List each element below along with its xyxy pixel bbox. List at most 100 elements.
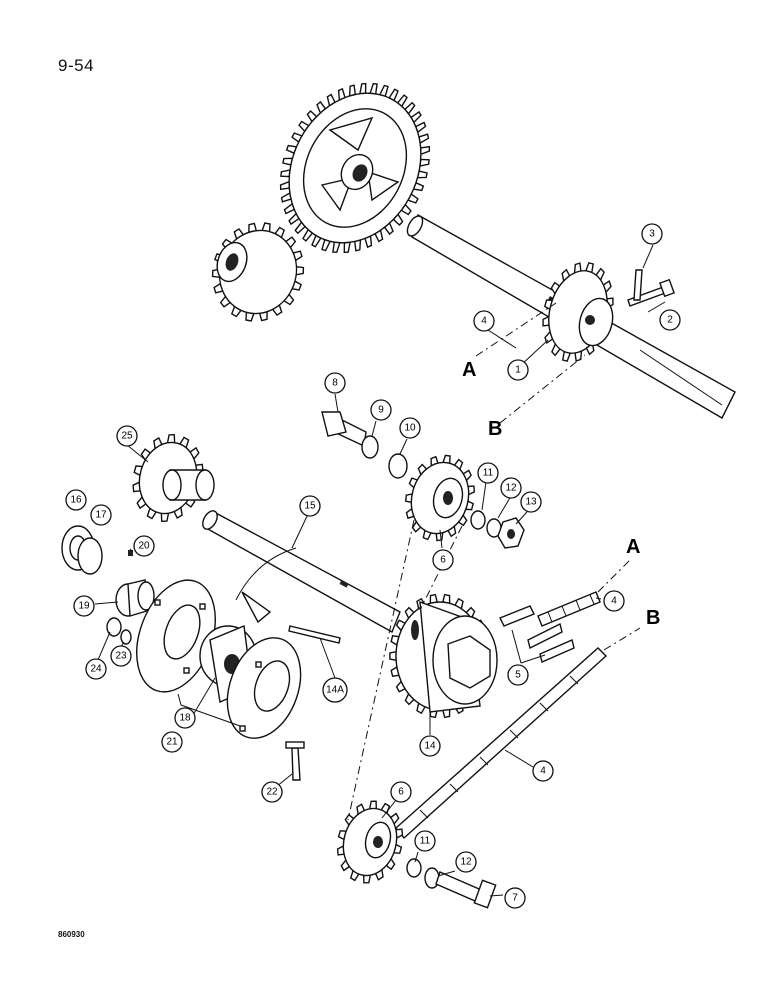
hub-sprocket xyxy=(132,433,215,523)
svg-text:7: 7 xyxy=(512,893,518,904)
callout-18: 18 xyxy=(174,707,196,729)
lock-washer xyxy=(361,435,379,459)
callout-10: 10 xyxy=(399,417,421,439)
callout-2: 2 xyxy=(659,309,681,331)
callout-12-upper: 12 xyxy=(500,477,522,499)
callout-4-top: 4 xyxy=(473,310,495,332)
callout-8: 8 xyxy=(324,372,346,394)
lower-shaft xyxy=(202,510,401,633)
leader-a-upper xyxy=(475,302,557,357)
flange-plate-left xyxy=(136,579,216,693)
page-number: 9-54 xyxy=(58,56,95,75)
svg-text:19: 19 xyxy=(78,601,90,612)
ref-letter-a-lower: A xyxy=(626,536,640,558)
svg-text:1: 1 xyxy=(515,365,521,376)
roll-pin xyxy=(633,269,643,301)
callout-13: 13 xyxy=(520,491,542,513)
svg-text:8: 8 xyxy=(332,378,338,389)
callout-16: 16 xyxy=(65,489,87,511)
callout-1: 1 xyxy=(507,359,529,381)
callout-14a: 14A xyxy=(322,677,348,703)
svg-text:6: 6 xyxy=(440,555,446,566)
leader-a-lower xyxy=(597,559,631,593)
idler-sprocket-lower xyxy=(336,800,404,884)
roller-chain-a xyxy=(537,591,601,627)
callout-6-lower: 6 xyxy=(390,781,412,803)
washer-11-upper xyxy=(470,510,486,530)
svg-text:11: 11 xyxy=(420,836,431,847)
svg-text:6: 6 xyxy=(398,787,404,798)
ref-letter-b-lower: B xyxy=(646,607,660,629)
svg-text:15: 15 xyxy=(304,501,316,512)
chain-path-left xyxy=(347,519,415,821)
callout-14: 14 xyxy=(419,735,441,757)
svg-text:14: 14 xyxy=(424,741,436,752)
idler-bolt xyxy=(435,871,497,909)
svg-text:24: 24 xyxy=(90,664,102,675)
callout-19: 19 xyxy=(73,595,95,617)
callout-17: 17 xyxy=(90,504,112,526)
thrust-washer xyxy=(77,537,103,575)
svg-text:23: 23 xyxy=(115,651,127,662)
dowel-pin xyxy=(288,625,341,644)
svg-text:20: 20 xyxy=(138,541,150,552)
chain-path-right xyxy=(419,525,463,611)
ref-letter-b-upper: B xyxy=(488,418,502,440)
slip-clutch-sprocket xyxy=(389,593,498,719)
callout-25: 25 xyxy=(116,425,138,447)
callout-7: 7 xyxy=(504,887,526,909)
callout-21: 21 xyxy=(161,731,183,753)
svg-text:4: 4 xyxy=(481,316,487,327)
flange-bolt xyxy=(291,747,301,781)
callout-11-lower: 11 xyxy=(414,830,436,852)
set-bolt xyxy=(627,278,675,307)
svg-text:18: 18 xyxy=(179,713,191,724)
svg-text:5: 5 xyxy=(515,670,521,681)
assembly-arrow-curve xyxy=(235,547,297,601)
lock-nut xyxy=(120,629,132,645)
svg-text:13: 13 xyxy=(525,497,537,508)
svg-text:16: 16 xyxy=(70,495,82,506)
svg-text:4: 4 xyxy=(540,766,546,777)
callout-5: 5 xyxy=(507,664,529,686)
upper-sprocket xyxy=(542,261,614,363)
callout-23: 23 xyxy=(110,645,132,667)
svg-text:2: 2 xyxy=(667,315,673,326)
svg-text:14A: 14A xyxy=(326,685,344,696)
assembly-arrow xyxy=(241,591,272,624)
ref-letter-a-upper: A xyxy=(462,359,476,381)
svg-text:25: 25 xyxy=(121,431,133,442)
svg-text:4: 4 xyxy=(611,596,617,607)
large-spur-gear xyxy=(279,82,431,254)
callout-15: 15 xyxy=(299,495,321,517)
flange-bolt-head xyxy=(285,741,305,749)
callout-4-chain-b: 4 xyxy=(532,760,554,782)
svg-text:11: 11 xyxy=(483,468,494,479)
flange-plate-right xyxy=(226,637,302,739)
idler-sprocket-upper xyxy=(404,454,476,542)
svg-text:10: 10 xyxy=(404,423,416,434)
callout-4-chain-a: 4 xyxy=(603,590,625,612)
callout-22: 22 xyxy=(261,781,283,803)
callout-9: 9 xyxy=(370,399,392,421)
pinion-gear xyxy=(211,222,305,322)
svg-text:17: 17 xyxy=(95,510,107,521)
svg-text:12: 12 xyxy=(505,483,517,494)
callout-24: 24 xyxy=(85,658,107,680)
callout-12-lower: 12 xyxy=(455,851,477,873)
jam-nut xyxy=(106,617,122,637)
leader-b-lower xyxy=(603,627,641,651)
master-link xyxy=(499,605,575,663)
callout-6-upper: 6 xyxy=(432,549,454,571)
svg-text:9: 9 xyxy=(378,405,384,416)
svg-text:12: 12 xyxy=(460,857,472,868)
drawing-code: 860930 xyxy=(58,930,85,939)
callout-11-upper: 11 xyxy=(477,462,499,484)
svg-text:22: 22 xyxy=(266,787,278,798)
washer-11-lower xyxy=(406,858,422,878)
svg-text:21: 21 xyxy=(166,737,178,748)
flat-washer xyxy=(388,453,408,479)
set-screw xyxy=(128,550,133,556)
hex-bolt xyxy=(321,411,367,448)
